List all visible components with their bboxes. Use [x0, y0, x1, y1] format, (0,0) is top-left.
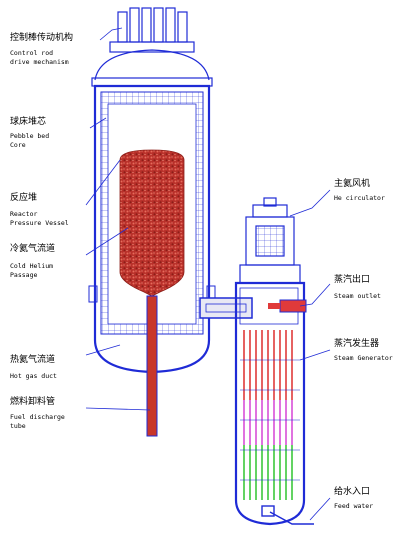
- sg-label-cn: 蒸汽发生器: [334, 337, 379, 349]
- fuel-label-cn: 燃料卸料管: [10, 395, 55, 407]
- crdm-assembly: [91, 7, 213, 87]
- labels-left: 控制棒传动机构 Control rod drive mechanism 球床堆芯…: [10, 31, 73, 430]
- leader-lines: [85, 27, 331, 521]
- feed-water-inlet: [261, 505, 314, 525]
- cold-label-cn: 冷氦气流道: [10, 242, 55, 254]
- rpv-label-cn: 反应堆: [10, 191, 37, 203]
- circ-label-en: He circulator: [334, 194, 385, 202]
- pebble-bed-core: [119, 149, 185, 297]
- pebble-label-en2: Core: [10, 141, 26, 149]
- fuel-label-en1: Fuel discharge: [10, 413, 65, 421]
- fuel-label-en2: tube: [10, 422, 26, 430]
- sg-label-en: Steam Generator: [334, 354, 393, 362]
- steam-outlet-nozzle: [268, 299, 307, 313]
- rpv-label-en1: Reactor: [10, 210, 37, 218]
- labels-right: 主氦风机 He circulator 蒸汽出口 Steam outlet 蒸汽发…: [334, 177, 393, 510]
- cold-label-en1: Cold Helium: [10, 262, 53, 270]
- crdm-label-cn: 控制棒传动机构: [10, 31, 73, 43]
- hot-gas-duct: [199, 297, 253, 319]
- he-circulator: [239, 197, 301, 284]
- crdm-label-en1: Control rod: [10, 49, 53, 57]
- steam-out-label-cn: 蒸汽出口: [334, 273, 370, 285]
- pebble-label-en1: Pebble bed: [10, 132, 49, 140]
- crdm-label-en2: drive mechanism: [10, 58, 69, 66]
- steam-out-label-en: Steam outlet: [334, 292, 381, 300]
- circ-label-cn: 主氦风机: [334, 177, 370, 189]
- steam-generator-vessel: [234, 281, 306, 526]
- sg-tube-bundle: [240, 330, 300, 500]
- feed-label-cn: 给水入口: [334, 485, 370, 497]
- cold-label-en2: Passage: [10, 271, 37, 279]
- pebble-label-cn: 球床堆芯: [10, 115, 46, 127]
- fuel-discharge-tube: [146, 295, 158, 437]
- hot-label-en: Hot gas duct: [10, 372, 57, 380]
- feed-label-en: Feed water: [334, 502, 373, 510]
- hot-label-cn: 热氦气流道: [10, 353, 55, 365]
- rpv-label-en2: Pressure Vessel: [10, 219, 69, 227]
